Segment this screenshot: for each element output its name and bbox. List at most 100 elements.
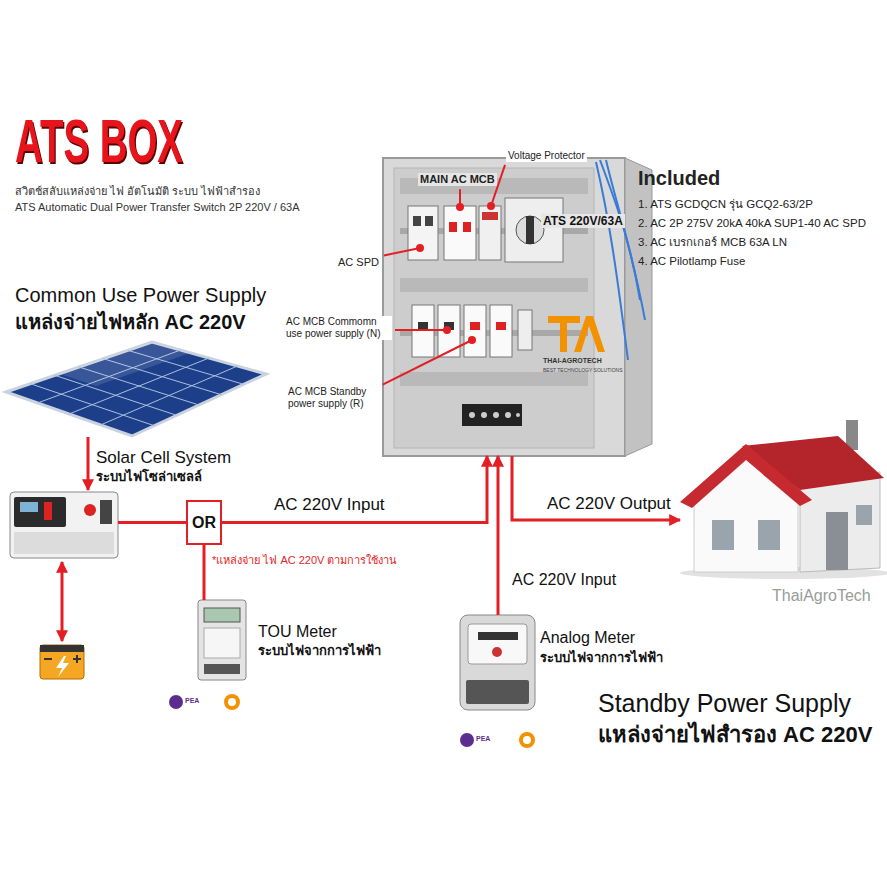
title: ATS BOX [15, 104, 183, 178]
illustration-part [460, 733, 474, 747]
illustration-part [418, 322, 428, 330]
house [680, 420, 887, 579]
node-subheading: ระบบไฟจากการไฟฟ้า [258, 643, 381, 659]
section-heading: แหล่งจ่ายไฟสำรอง AC 220V [598, 722, 872, 748]
illustration-part [482, 212, 498, 220]
illustration-part [505, 412, 511, 418]
connector [118, 521, 186, 524]
solar-panel [6, 342, 266, 436]
illustration-part [198, 600, 246, 680]
illustration-part [826, 512, 848, 570]
illustration-part [490, 305, 512, 357]
leader-line [384, 248, 420, 255]
illustration-part [413, 216, 421, 226]
node-subheading: BEST TECHNOLOGY SOLUTIONS [543, 367, 622, 373]
inverter [10, 492, 118, 558]
part-name: AC MCB Standby power supply (R) [286, 386, 380, 410]
illustration-part [60, 342, 190, 386]
illustration-part [14, 497, 66, 527]
illustration-part [224, 694, 240, 710]
illustration-part [169, 695, 183, 709]
connector [87, 437, 90, 490]
illustration-part [479, 206, 501, 260]
illustration-part [516, 413, 520, 417]
part-name: Voltage Protector [506, 150, 587, 162]
leader-dot [416, 244, 424, 252]
leader-line [395, 329, 447, 331]
battery-link [61, 562, 64, 641]
illustration-part [40, 645, 84, 679]
illustration-part [20, 502, 38, 512]
illustration-part [460, 615, 535, 710]
connector-label: AC 220V Input [272, 495, 387, 515]
illustration-part [468, 624, 527, 664]
illustration-part [40, 645, 84, 652]
illustration-part [204, 628, 240, 658]
illustration-part [400, 372, 588, 386]
illustration-part [449, 222, 457, 232]
illustration-part [408, 206, 438, 260]
illustration-part [10, 492, 118, 558]
illustration-part [204, 664, 240, 674]
illustration-part [712, 520, 734, 550]
illustration-part [383, 158, 625, 456]
ats-cabinet [383, 158, 652, 456]
illustration-part [523, 736, 531, 744]
analog-meter [460, 615, 535, 748]
tou-meter-node: TOU Meterระบบไฟจากการไฟฟ้า [198, 600, 246, 680]
solar-panel-node: Common Use Power Supplyแหล่งจ่ายไฟหลัก A… [5, 340, 267, 437]
tou-meter [169, 600, 246, 710]
illustration-part [462, 404, 522, 426]
leader-dot [468, 336, 476, 344]
illustration-part [680, 444, 812, 508]
illustration-part [758, 520, 780, 550]
connector-label: AC 220V Input [510, 570, 618, 589]
list-heading: Included [638, 166, 720, 190]
node-heading: Analog Meter [540, 628, 635, 647]
connector [203, 545, 206, 600]
illustration-part [516, 216, 544, 244]
list-item: 3. AC เบรกเกอร์ MCB 63A LN [638, 236, 787, 250]
node-subheading: แหล่งจ่ายไฟหลัก AC 220V [15, 310, 246, 334]
battery [40, 645, 84, 679]
node-heading: OR [192, 513, 216, 532]
illustration-part [492, 647, 502, 657]
illustration-part [44, 658, 52, 660]
illustration-part [204, 608, 240, 622]
leader-dot [456, 203, 464, 211]
leader-dot [487, 202, 495, 210]
leader-line [383, 340, 472, 385]
illustration-part [56, 656, 69, 677]
node-heading: THAI-AGROTECH [543, 357, 602, 365]
connector [222, 456, 487, 523]
illustration-part [464, 305, 486, 357]
part-name: AC SPD [336, 256, 381, 269]
illustration-part [519, 732, 535, 748]
connector [497, 456, 500, 615]
illustration-part [425, 216, 433, 226]
analog-meter-node: Analog Meterระบบไฟจากการไฟฟ้า [460, 615, 535, 710]
leader-dot [443, 326, 451, 334]
illustration-part [496, 322, 506, 330]
illustration-part [526, 216, 534, 244]
or-box: OR [186, 500, 222, 545]
node-subheading: ระบบไฟโซล่าเซลล์ [96, 469, 202, 485]
node-subheading: ระบบไฟจากการไฟฟ้า [540, 650, 663, 666]
illustration-part [400, 278, 588, 292]
connector-label: AC 220V Output [545, 494, 673, 514]
house-node: ThaiAgroTech [680, 438, 885, 573]
node-heading: TOU Meter [258, 622, 337, 641]
subtitle: ATS Automatic Dual Power Transfer Switch… [15, 201, 300, 214]
list-item: 2. AC 2P 275V 20kA 40kA SUP1-40 AC SPD [638, 217, 866, 231]
illustration-part [478, 632, 518, 640]
illustration-part [228, 698, 236, 706]
ats-cabinet-node: THAI-AGROTECH BEST TECHNOLOGY SOLUTIONS [383, 158, 628, 456]
illustration-part [14, 532, 114, 554]
illustration-part [469, 412, 475, 418]
note: *แหล่งจ่าย ไฟ AC 220V ตามการใช้งาน [212, 554, 397, 567]
illustration-part [574, 316, 605, 352]
connector [512, 456, 680, 520]
illustration-part [470, 322, 480, 330]
node-heading: Solar Cell System [96, 448, 231, 468]
illustration-part [394, 168, 594, 448]
